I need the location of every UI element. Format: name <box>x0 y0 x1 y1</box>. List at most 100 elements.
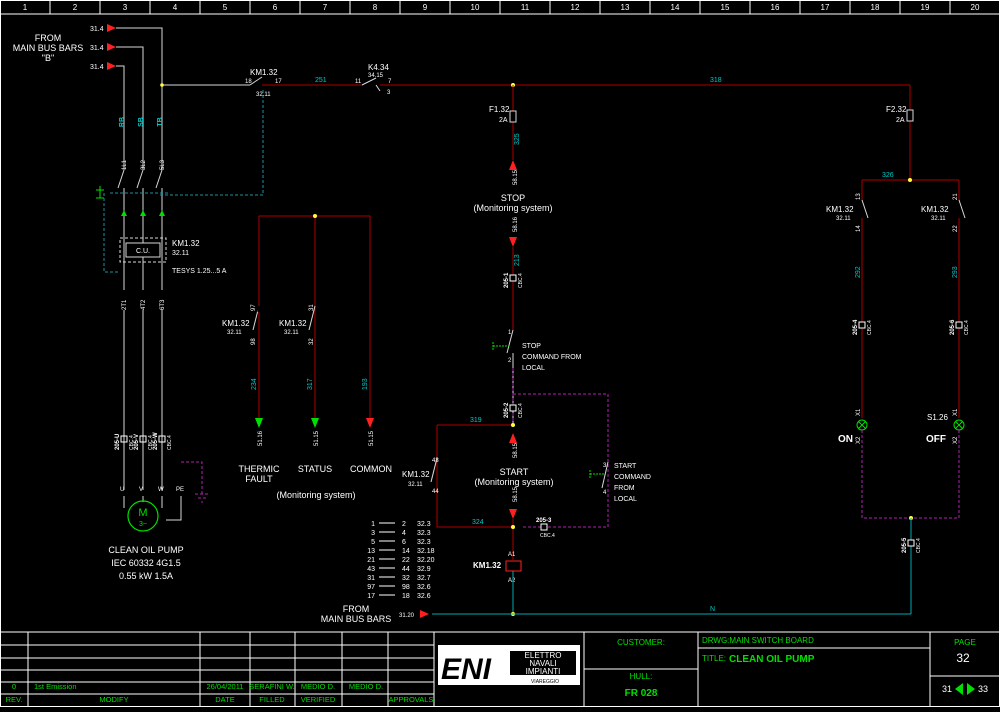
terminal-205-4 <box>858 321 866 329</box>
thermic-arrow <box>255 418 263 428</box>
breaker-sheet: 32.11 <box>172 250 189 257</box>
start-ref-a: 58.15 <box>513 442 519 458</box>
breaker-contacts <box>117 169 163 290</box>
column-number: 4 <box>173 3 178 12</box>
terminal-205-4-sheet: CBC.4 <box>867 320 873 335</box>
motor-symbol <box>127 500 159 532</box>
lamp-on-x1: X1 <box>856 408 862 416</box>
contact-table-pin: 31 <box>367 575 375 582</box>
pin-14: 14 <box>856 225 862 232</box>
logo-line-1: ELETTRO <box>525 651 562 660</box>
wire-label-317: 317 <box>307 378 314 390</box>
fuse-f2-ref: F2.32 <box>886 105 907 114</box>
pin-13: 13 <box>856 193 862 200</box>
terminal-205-3 <box>540 523 548 531</box>
phase-t-wire <box>116 27 163 170</box>
km-31-sheet: 32.11 <box>284 330 299 336</box>
status-arrow <box>311 418 319 428</box>
column-number: 2 <box>73 3 78 12</box>
contact-table-ref: 32.9 <box>417 566 431 573</box>
contact-table-pin: 6 <box>402 539 406 546</box>
lamp-section: F2.32 2A 326 KM1.32 32.11 13 14 KM1.32 3… <box>826 85 970 614</box>
monitoring-sub: (Monitoring system) <box>276 490 355 500</box>
contact-table-ref: 32.6 <box>417 593 431 600</box>
rev-filled: SERAFINI W. <box>249 682 294 691</box>
logo-line-3: IMPIANTI <box>526 667 561 676</box>
terminal-205-1-label: 205-1 <box>504 272 510 288</box>
fuse-f1 <box>509 110 517 123</box>
header-rev: REV. <box>6 695 23 704</box>
terminal-sheet-2: CBC.4 <box>148 435 154 450</box>
lamp-off-symbol <box>953 419 965 431</box>
junction-dot-324 <box>511 525 515 529</box>
km-top-sheet: 32.11 <box>256 92 271 98</box>
column-number: 14 <box>671 3 680 12</box>
monitoring-section: KM1.32 32.11 97 98 KM1.32 32.11 31 32 23… <box>222 214 392 500</box>
start-arrow-up <box>509 433 517 443</box>
header-verified: VERIFIED <box>301 695 336 704</box>
coil-a2: A2 <box>508 578 516 584</box>
breaker-ref: KM1.32 <box>172 239 200 248</box>
title-value: CLEAN OIL PUMP <box>729 654 815 665</box>
terminal-w: 205-W <box>153 432 159 450</box>
km-top-pin-a: 18 <box>245 79 252 85</box>
column-number: 19 <box>921 3 930 12</box>
km-top-ref: KM1.32 <box>250 68 278 77</box>
power-section: FROM MAIN BUS BARS "B" 31.4 31.4 31.4 RB… <box>13 24 264 581</box>
k4-pin-3: 3 <box>387 90 391 96</box>
prev-page-number: 31 <box>942 684 952 694</box>
start-local-contact <box>601 461 609 489</box>
stop-arrow-down <box>509 237 517 247</box>
from2-label-2: MAIN BUS BARS <box>321 614 392 624</box>
breaker-bottom-1: 2T1 <box>122 299 128 310</box>
contact-table-ref: 32.3 <box>417 521 431 528</box>
prev-page-arrow-icon[interactable] <box>955 683 963 695</box>
terminal-205-5 <box>907 539 915 547</box>
stop-arrow-up <box>509 160 517 170</box>
wire-label-293: 293 <box>952 266 959 278</box>
hull-value: FR 028 <box>625 688 658 699</box>
start-pin-4: 4 <box>603 490 607 496</box>
logo-eni: ENI <box>441 653 492 686</box>
cu-box <box>125 242 161 258</box>
terminal-205-6-sheet: CBC.4 <box>964 320 970 335</box>
wire-label-213: 213 <box>514 254 521 266</box>
km-top-pin-b: 17 <box>275 79 282 85</box>
contact-table-ref: 32.3 <box>417 539 431 546</box>
header-filled: FILLED <box>259 695 285 704</box>
km-97-sheet: 32.11 <box>227 330 242 336</box>
contact-table-pin: 3 <box>371 530 375 537</box>
terminal-205-6 <box>955 321 963 329</box>
next-page-arrow-icon[interactable] <box>967 683 975 695</box>
bus-ref-3: 31.4 <box>90 64 104 71</box>
terminal-205-5-label: 205-5 <box>902 537 908 553</box>
km-hold-contact <box>430 457 438 483</box>
column-number: 3 <box>123 3 128 12</box>
wire-326 <box>861 179 960 200</box>
logo-line-2: NAVALI <box>529 659 556 668</box>
lamp-on-x2: X2 <box>856 436 862 444</box>
page-number: 32 <box>956 651 970 665</box>
column-number: 7 <box>323 3 328 12</box>
phase-r-wire <box>116 65 125 170</box>
contact-table-pin: 32 <box>402 575 410 582</box>
coil-a1: A1 <box>508 552 516 558</box>
cu-label: C.U. <box>136 248 150 255</box>
lamp-off-label: OFF <box>926 434 946 445</box>
stop-ref-b: 58.16 <box>513 216 519 232</box>
column-number: 1 <box>23 3 28 12</box>
fuse-f1-ref: F1.32 <box>489 105 510 114</box>
motor-term-pe: PE <box>176 487 184 493</box>
monitoring-wires <box>258 215 371 418</box>
fuse-f1-rating: 2A <box>499 117 508 124</box>
lamp-off-x1: X1 <box>953 408 959 416</box>
coil-ref: KM1.32 <box>473 561 502 570</box>
contact-table-pin: 13 <box>367 548 375 555</box>
k4-contact <box>361 77 381 92</box>
contact-table-pin: 43 <box>367 566 375 573</box>
phase-label-s: SB <box>138 117 145 127</box>
ref-status: 51.15 <box>314 430 320 446</box>
contact-table-pin: 2 <box>402 521 406 528</box>
control-line: KM1.32 18 17 32.11 251 K4.34 34.15 11 7 … <box>245 63 911 624</box>
